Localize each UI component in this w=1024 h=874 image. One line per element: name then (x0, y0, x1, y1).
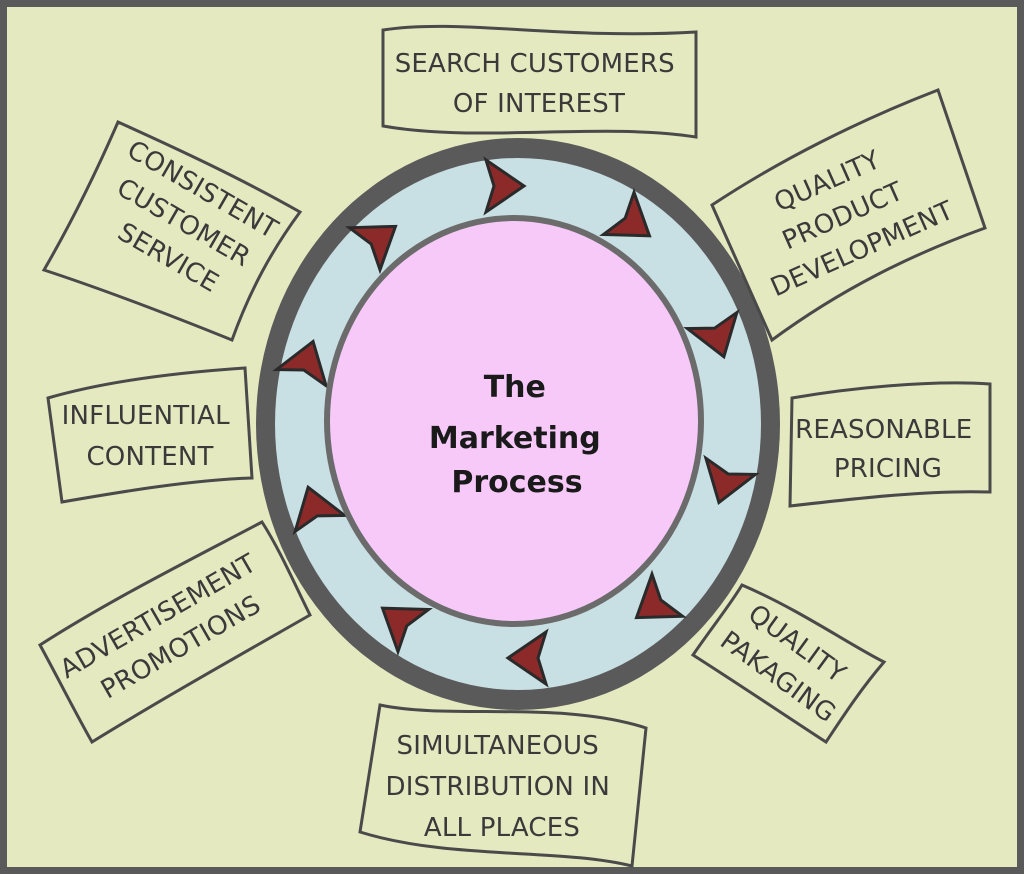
step-quality-product: QUALITY PRODUCT DEVELOPMENT (710, 88, 987, 343)
rotation-arrows (272, 156, 760, 688)
step-label-line: OF INTEREST (453, 89, 625, 119)
step-card (690, 583, 887, 745)
step-label-line: CONTENT (86, 442, 213, 472)
process-wheel: The Marketing Process (256, 138, 780, 710)
rotation-arrow-icon (599, 187, 652, 238)
step-label-line: SEARCH CUSTOMERS (395, 49, 675, 79)
step-card (38, 520, 312, 745)
center-circle (330, 221, 698, 621)
step-card (710, 88, 987, 343)
step-label-line: PRICING (834, 454, 942, 484)
rotation-arrow-icon (683, 308, 740, 360)
step-card (381, 24, 698, 139)
step-label-line: DISTRIBUTION IN (386, 772, 611, 802)
svg-text:REASONABLE PRICING: REASONABLE PRICING (795, 415, 981, 484)
center-title-line-2: Marketing (429, 421, 601, 456)
step-reasonable-pricing: REASONABLE PRICING (788, 381, 992, 508)
step-label-line: INFLUENTIAL (62, 401, 231, 431)
step-card (788, 381, 992, 508)
step-card (46, 366, 254, 504)
step-simultaneous-distribution: SIMULTANEOUS DISTRIBUTION IN ALL PLACES (358, 703, 648, 868)
rotation-arrow-icon (345, 224, 398, 275)
step-label-line: REASONABLE (795, 415, 972, 445)
rotation-arrow-icon (272, 338, 329, 390)
step-label-line: SIMULTANEOUS (397, 731, 599, 761)
rotation-arrow-icon (505, 628, 549, 688)
svg-text:SEARCH CUSTOMERS OF INTE: SEARCH CUSTOMERS OF INTEREST (395, 49, 684, 119)
step-label-line: ALL PLACES (424, 813, 580, 843)
step-search-customers: SEARCH CUSTOMERS OF INTEREST (381, 24, 698, 139)
rotation-arrow-icon (703, 454, 760, 506)
step-influential-content: INFLUENTIAL CONTENT (46, 366, 254, 504)
rotation-arrow-icon (380, 606, 433, 657)
center-title: The Marketing Process (429, 370, 605, 500)
svg-text:INFLUENTIAL CONTENT: INFLUENTIAL CONTENT (62, 401, 239, 472)
svg-text:SIMULTANEOUS DISTRIBUTIO: SIMULTANEOUS DISTRIBUTION IN ALL PLACES (386, 731, 619, 843)
rotation-arrow-icon (292, 484, 349, 536)
rotation-arrow-icon (483, 156, 527, 216)
center-title-line-3: Process (451, 465, 582, 500)
step-card (41, 120, 303, 342)
step-card (358, 703, 648, 868)
center-title-line-1: The (484, 370, 546, 405)
rotation-arrow-icon (634, 569, 687, 620)
